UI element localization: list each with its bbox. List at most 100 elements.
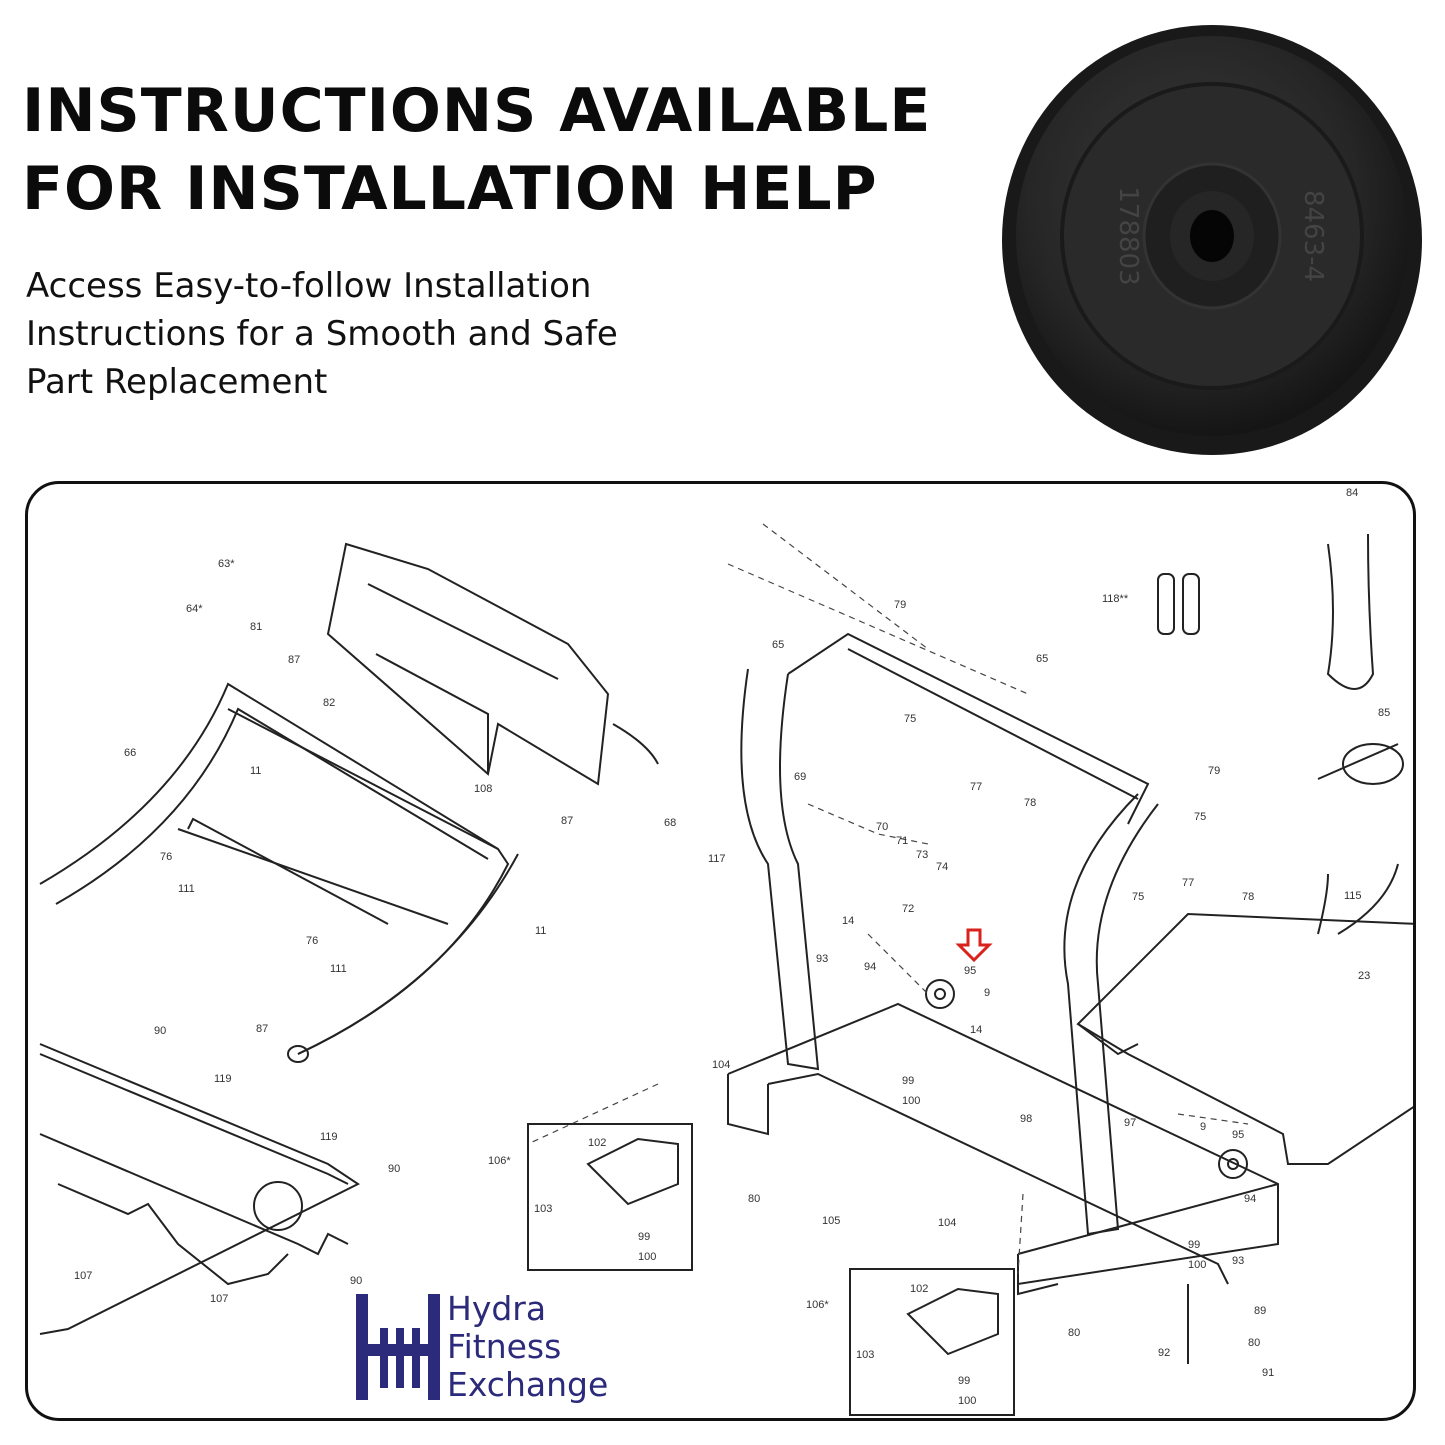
part-label: 87 bbox=[561, 815, 573, 827]
highlight-arrow-icon bbox=[955, 928, 993, 963]
part-label: 99 bbox=[902, 1075, 914, 1087]
part-label: 77 bbox=[1182, 877, 1194, 889]
part-label: 78 bbox=[1024, 797, 1036, 809]
part-label: 93 bbox=[1232, 1255, 1244, 1267]
part-label: 106* bbox=[488, 1155, 511, 1167]
part-label: 68 bbox=[664, 817, 676, 829]
part-label: 84 bbox=[1346, 487, 1358, 499]
part-label: 74 bbox=[936, 861, 948, 873]
headline: INSTRUCTIONS AVAILABLE FOR INSTALLATION … bbox=[22, 72, 931, 228]
brand-line-3: Exchange bbox=[447, 1365, 609, 1404]
part-label: 78 bbox=[1242, 891, 1254, 903]
part-label: 80 bbox=[748, 1193, 760, 1205]
brand-line-2: Fitness bbox=[447, 1327, 562, 1366]
part-label: 85 bbox=[1378, 707, 1390, 719]
part-label: 92 bbox=[1158, 1347, 1170, 1359]
part-label: 9 bbox=[984, 987, 990, 999]
part-label: 81 bbox=[250, 621, 262, 633]
headline-line-1: INSTRUCTIONS AVAILABLE bbox=[22, 76, 932, 146]
part-label: 98 bbox=[1020, 1113, 1032, 1125]
headline-line-2: FOR INSTALLATION HELP bbox=[22, 154, 878, 224]
part-label: 69 bbox=[794, 771, 806, 783]
brand-line-1: Hydra bbox=[447, 1289, 547, 1328]
part-label: 108 bbox=[474, 783, 492, 795]
part-label: 111 bbox=[330, 963, 347, 975]
part-label: 118** bbox=[1102, 593, 1129, 605]
part-label: 102 bbox=[588, 1137, 606, 1149]
part-label: 93 bbox=[816, 953, 828, 965]
part-label: 77 bbox=[970, 781, 982, 793]
part-label: 64* bbox=[186, 603, 203, 615]
inset-box-1 bbox=[527, 1123, 693, 1271]
part-label: 107 bbox=[74, 1270, 92, 1282]
part-label: 14 bbox=[842, 915, 854, 927]
part-label: 95 bbox=[1232, 1129, 1244, 1141]
part-label: 90 bbox=[388, 1163, 400, 1175]
left-upright bbox=[740, 668, 820, 1071]
part-label: 79 bbox=[894, 599, 906, 611]
part-label: 80 bbox=[1248, 1337, 1260, 1349]
part-label: 100 bbox=[902, 1095, 920, 1107]
inset-box-2 bbox=[849, 1268, 1015, 1416]
part-label: 100 bbox=[958, 1395, 976, 1407]
part-label: 91 bbox=[1262, 1367, 1274, 1379]
part-label: 95 bbox=[964, 965, 976, 977]
console-body bbox=[326, 542, 610, 786]
part-label: 87 bbox=[288, 654, 300, 666]
part-label: 80 bbox=[1068, 1327, 1080, 1339]
part-label: 119 bbox=[320, 1131, 338, 1143]
part-label: 100 bbox=[638, 1251, 656, 1263]
part-label: 102 bbox=[910, 1283, 928, 1295]
part-label: 75 bbox=[1132, 891, 1144, 903]
part-label: 66 bbox=[124, 747, 136, 759]
idler-wheel-photo: 178803 8463-4 bbox=[1002, 25, 1422, 455]
part-label: 99 bbox=[638, 1231, 650, 1243]
subtitle-line-1: Access Easy-to-follow Installation bbox=[26, 266, 592, 306]
part-label: 90 bbox=[154, 1025, 166, 1037]
part-label: 71 bbox=[896, 835, 908, 847]
part-label: 87 bbox=[256, 1023, 268, 1035]
part-label: 94 bbox=[1244, 1193, 1256, 1205]
part-label: 103 bbox=[534, 1203, 552, 1215]
part-label: 111 bbox=[178, 883, 195, 895]
part-label: 99 bbox=[1188, 1239, 1200, 1251]
part-label: 90 bbox=[350, 1275, 362, 1287]
part-label: 75 bbox=[1194, 811, 1206, 823]
part-label: 104 bbox=[712, 1059, 730, 1071]
part-label: 11 bbox=[250, 765, 261, 777]
part-label: 107 bbox=[210, 1293, 228, 1305]
part-label: 65 bbox=[1036, 653, 1048, 665]
part-label: 99 bbox=[958, 1375, 970, 1387]
part-label: 79 bbox=[1208, 765, 1220, 777]
walking-deck bbox=[1076, 912, 1413, 1165]
part-label: 14 bbox=[970, 1024, 982, 1036]
brand-logo-icon bbox=[356, 1294, 440, 1400]
part-label: 23 bbox=[1358, 970, 1370, 982]
part-label: 11 bbox=[535, 925, 546, 937]
part-label: 73 bbox=[916, 849, 928, 861]
part-label: 89 bbox=[1254, 1305, 1266, 1317]
part-label: 72 bbox=[902, 903, 914, 915]
part-label: 115 bbox=[1344, 890, 1362, 902]
part-label: 82 bbox=[323, 697, 335, 709]
subtitle-line-3: Part Replacement bbox=[26, 362, 328, 402]
idler-wheel-part-95 bbox=[925, 979, 955, 1009]
part-label: 65 bbox=[772, 639, 784, 651]
part-label: 75 bbox=[904, 713, 916, 725]
part-label: 105 bbox=[822, 1215, 840, 1227]
part-label: 76 bbox=[306, 935, 318, 947]
motor-hood bbox=[39, 1043, 360, 1335]
part-label: 104 bbox=[938, 1217, 956, 1229]
brand-wordmark: Hydra Fitness Exchange bbox=[447, 1290, 608, 1404]
part-label: 76 bbox=[160, 851, 172, 863]
part-label: 70 bbox=[876, 821, 888, 833]
wheel-marking-1: 178803 bbox=[1113, 186, 1143, 285]
part-label: 103 bbox=[856, 1349, 874, 1361]
part-label: 117 bbox=[708, 853, 726, 865]
part-label: 63* bbox=[218, 558, 235, 570]
part-label: 100 bbox=[1188, 1259, 1206, 1271]
right-upright bbox=[1063, 793, 1159, 1236]
